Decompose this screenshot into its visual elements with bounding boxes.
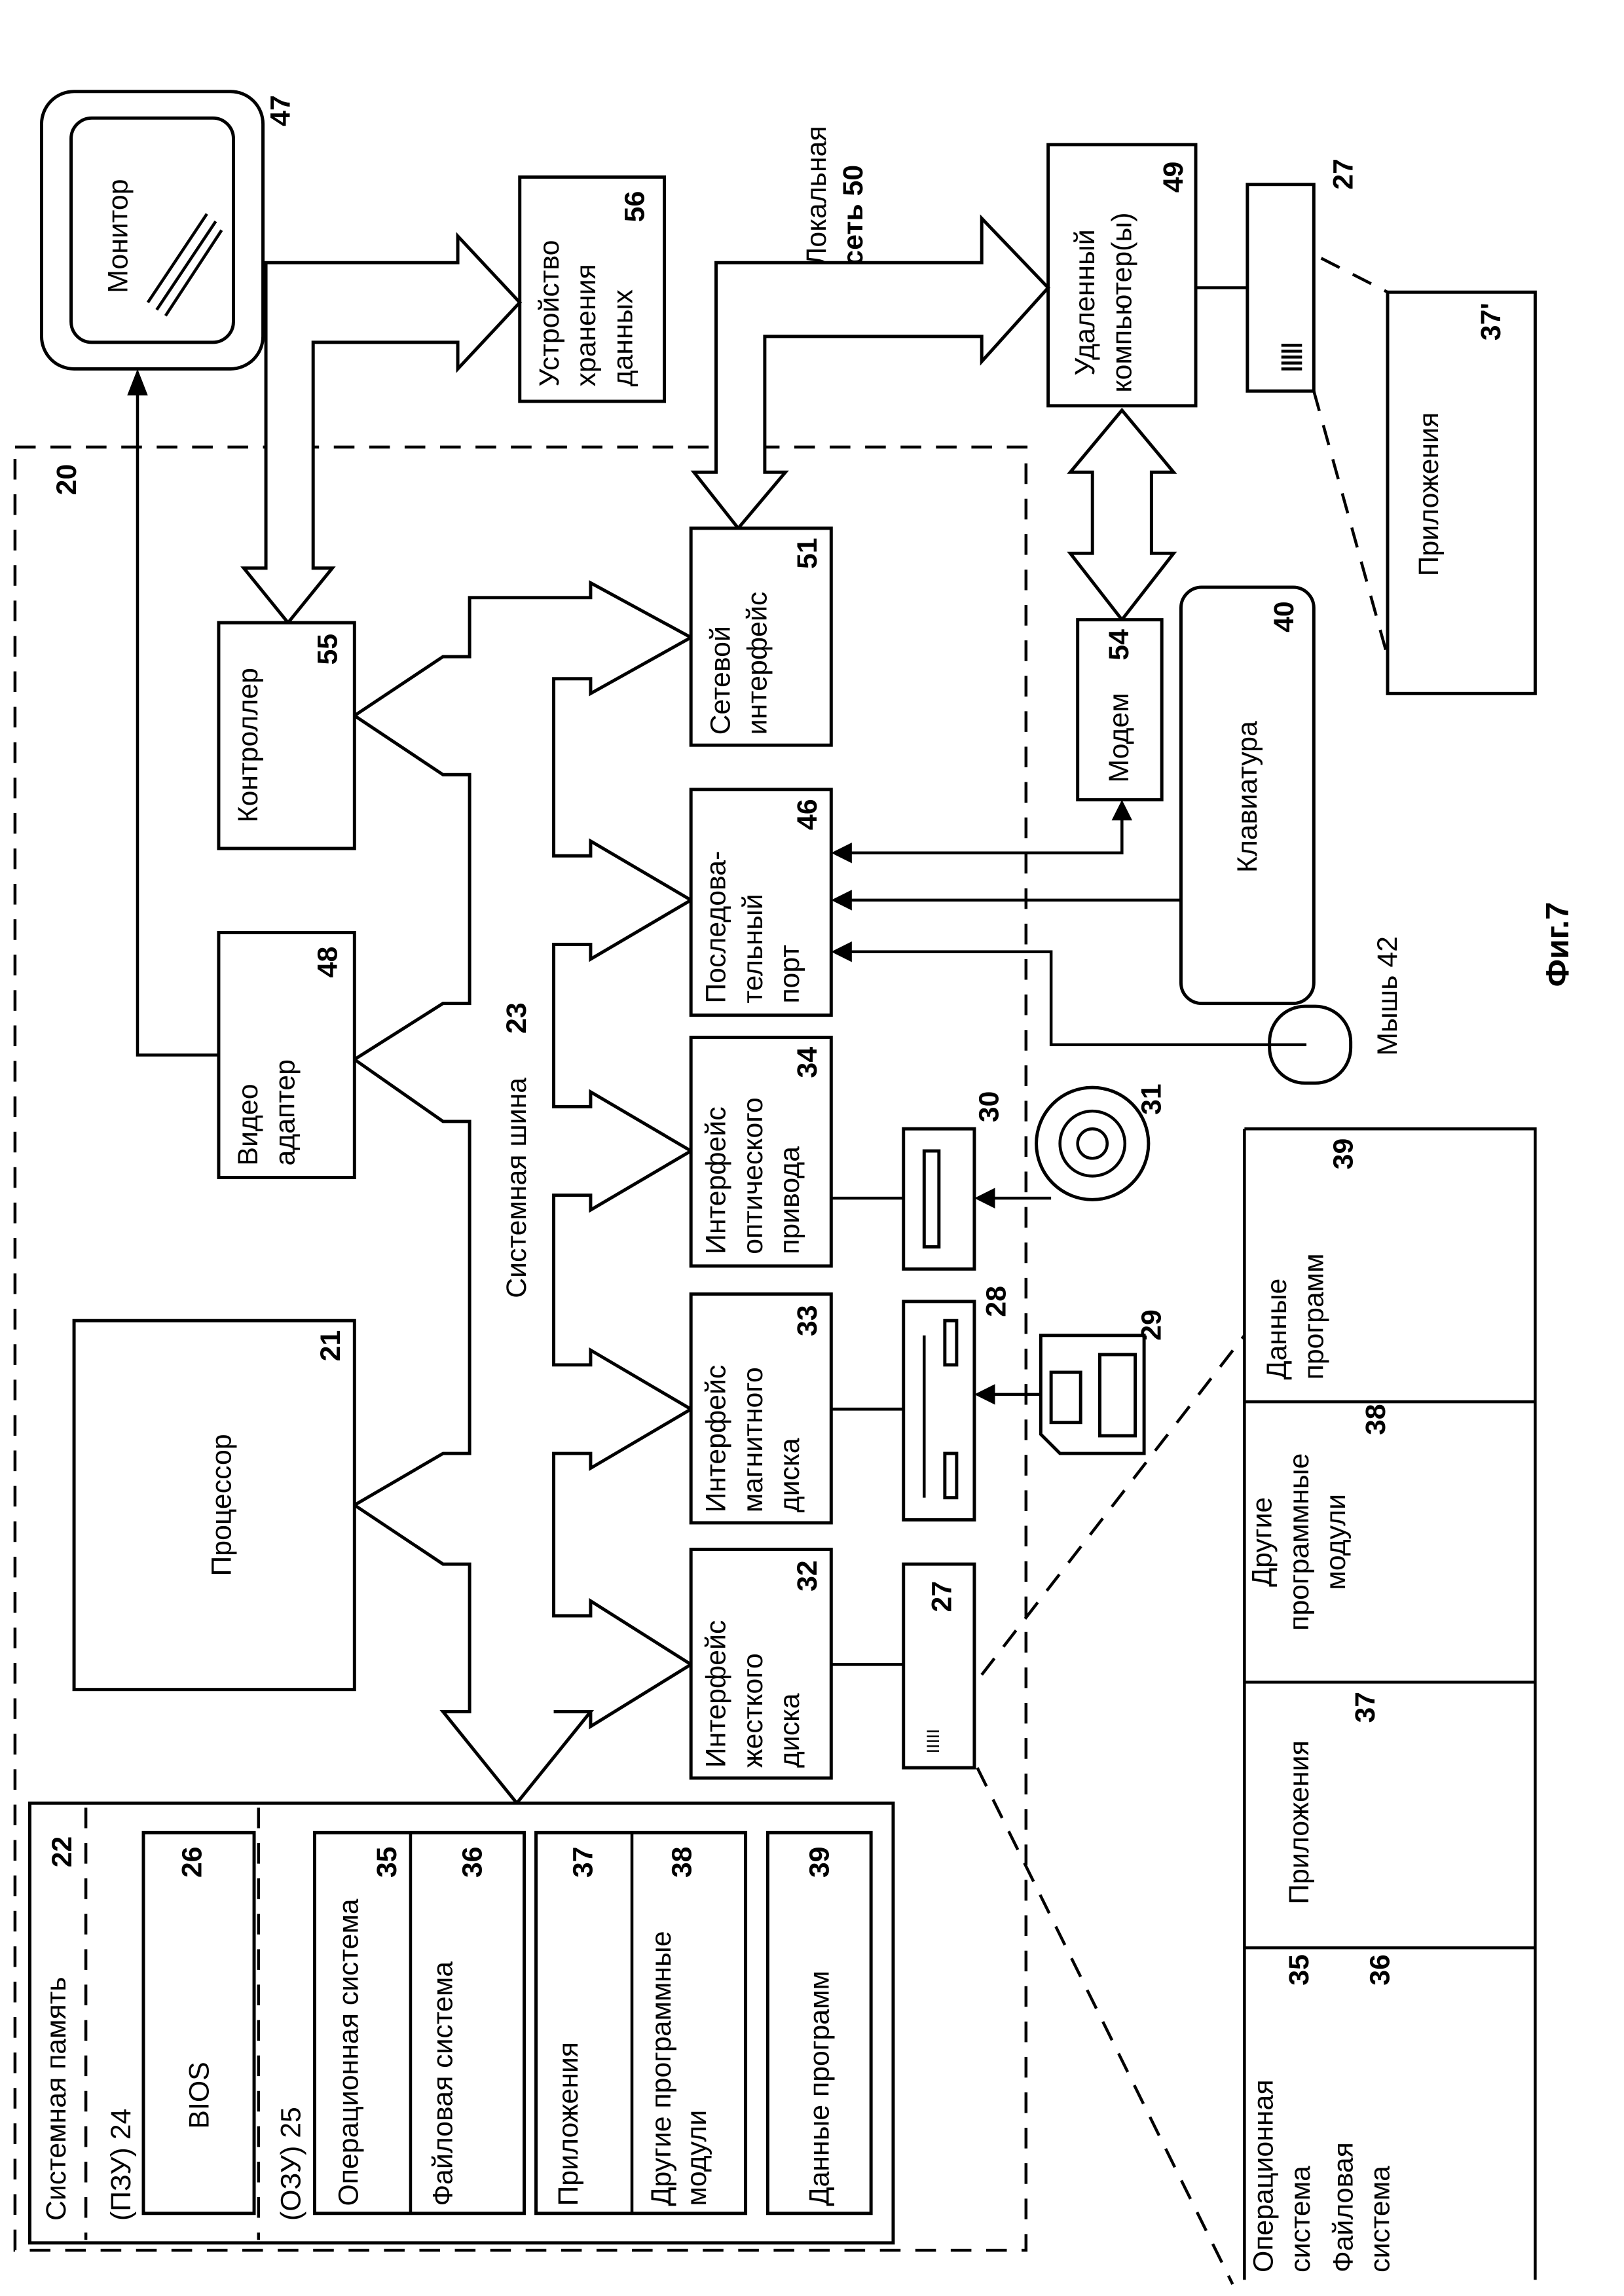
mouse-label: Мышь 42 xyxy=(1372,936,1403,1056)
disk-other-ref: 38 xyxy=(1360,1404,1392,1435)
disk-data: программ xyxy=(1298,1253,1329,1379)
optical-drive-ref: 30 xyxy=(973,1091,1005,1123)
remote-label: компьютер(ы) xyxy=(1106,212,1137,392)
magnetic-if-ref: 33 xyxy=(792,1305,823,1336)
serial-label: Последова- xyxy=(700,851,731,1004)
video-label: адаптер xyxy=(269,1059,301,1166)
disk-other: модули xyxy=(1320,1494,1352,1590)
optical-if-label: привода xyxy=(774,1146,805,1254)
memory-apps-ref: 37 xyxy=(568,1847,599,1878)
storage-ref: 56 xyxy=(619,191,651,223)
remote-apps-ref: 37' xyxy=(1475,302,1507,340)
disk-os-ref: 35 xyxy=(1283,1954,1315,1986)
remote-apps-box xyxy=(1388,292,1535,693)
remote-disk-ref: 27 xyxy=(1327,158,1359,190)
serial-ref: 46 xyxy=(792,799,823,830)
floppy-drive xyxy=(904,1302,974,1520)
modem-label: Модем xyxy=(1103,693,1135,782)
ram-label: (ОЗУ) 25 xyxy=(275,2107,306,2221)
hdd-if-ref: 32 xyxy=(792,1560,823,1592)
memory-os-ref: 35 xyxy=(371,1847,403,1878)
memory-apps: Приложения xyxy=(553,2042,584,2206)
modem-ref: 54 xyxy=(1103,629,1135,661)
diskette-icon xyxy=(1041,1336,1144,1453)
disk-data: Данные xyxy=(1261,1279,1293,1380)
remote-disk xyxy=(1247,185,1314,392)
disk-fs-ref: 36 xyxy=(1365,1954,1396,1986)
rom-label: (ПЗУ) 24 xyxy=(105,2109,137,2221)
figure-caption: Фиг.7 xyxy=(1539,902,1576,987)
optical-if-ref: 34 xyxy=(792,1047,823,1078)
storage-label: данных xyxy=(608,289,639,386)
video-ref: 48 xyxy=(312,947,344,978)
computer-ref: 20 xyxy=(51,464,83,496)
disk-other: программные xyxy=(1283,1453,1315,1631)
memory-other: Другие программные xyxy=(646,1931,677,2206)
magnetic-if-label: Интерфейс xyxy=(700,1365,731,1513)
remote-apps-label: Приложения xyxy=(1413,412,1445,576)
disk-apps-ref: 37 xyxy=(1350,1692,1381,1723)
serial-label: порт xyxy=(774,945,805,1003)
bios-box xyxy=(143,1832,254,2213)
hdd-ref: 27 xyxy=(926,1581,957,1613)
bios-ref: 26 xyxy=(176,1847,208,1878)
net-if-label: интерфейс xyxy=(742,592,773,735)
memory-fs: Файловая система xyxy=(428,1961,459,2206)
keyboard-ref: 40 xyxy=(1268,601,1300,632)
memory-data-ref: 39 xyxy=(803,1847,835,1878)
storage-label: Устройство xyxy=(534,240,565,387)
monitor: Монитор xyxy=(41,92,263,369)
bus-label: Системная шина xyxy=(501,1078,532,1298)
cd-ref: 31 xyxy=(1135,1084,1167,1115)
disk-apps: Приложения xyxy=(1283,1740,1315,1904)
modem-remote-arrow xyxy=(1070,410,1173,620)
hdd-if-label: диска xyxy=(774,1693,805,1768)
keyboard-label: Клавиатура xyxy=(1232,721,1263,873)
remote-label: Удаленный xyxy=(1069,229,1101,375)
hdd-marks: IIIII xyxy=(923,1729,943,1754)
disk-fs: система xyxy=(1365,2166,1396,2272)
disk-os: система xyxy=(1285,2166,1316,2272)
net-if-label: Сетевой xyxy=(705,626,736,735)
bus-ref: 23 xyxy=(501,1002,532,1034)
monitor-label: Монитор xyxy=(103,179,134,293)
bios-label: BIOS xyxy=(184,2062,215,2128)
network-label: Локальная xyxy=(801,126,832,265)
memory-fs-ref: 36 xyxy=(457,1847,489,1878)
mouse-icon xyxy=(1270,1006,1351,1083)
hdd-if-label: Интерфейс xyxy=(700,1620,731,1768)
serial-label: тельный xyxy=(737,894,769,1003)
hdd-if-label: жесткого xyxy=(737,1653,769,1768)
cd-icon xyxy=(1037,1087,1149,1199)
memory-other: модули xyxy=(681,2110,712,2206)
memory-ref: 22 xyxy=(46,1836,78,1868)
network-label: сеть 50 xyxy=(838,165,869,266)
memory-title: Системная память xyxy=(41,1977,72,2221)
floppy-drive-ref: 28 xyxy=(981,1286,1012,1317)
memory-other-ref: 38 xyxy=(667,1847,698,1878)
magnetic-if-label: магнитного xyxy=(737,1367,769,1512)
net-if-ref: 51 xyxy=(792,538,823,569)
optical-if-label: Интерфейс xyxy=(700,1106,731,1254)
cpu-label: Процессор xyxy=(206,1434,237,1576)
optical-if-label: оптического xyxy=(737,1097,769,1254)
diskette-ref: 29 xyxy=(1135,1309,1167,1341)
controller-label: Контроллер xyxy=(232,668,264,822)
disk-fs: Файловая xyxy=(1327,2142,1359,2272)
disk-data-ref: 39 xyxy=(1327,1139,1359,1170)
memory-data: Данные программ xyxy=(803,1971,835,2206)
memory-os: Операционная система xyxy=(333,1899,364,2206)
disk-other: Другие xyxy=(1246,1497,1278,1587)
storage-label: хранения xyxy=(570,264,602,386)
video-label: Видео xyxy=(232,1084,264,1165)
network-arrow xyxy=(694,219,1048,528)
controller-ref: 55 xyxy=(312,634,344,665)
controller-storage-arrow xyxy=(244,236,519,623)
disk-os: Операционная xyxy=(1248,2079,1280,2272)
remote-ref: 49 xyxy=(1158,162,1189,193)
monitor-ref: 47 xyxy=(265,95,297,126)
cpu-ref: 21 xyxy=(315,1330,346,1362)
magnetic-if-label: диска xyxy=(774,1438,805,1512)
